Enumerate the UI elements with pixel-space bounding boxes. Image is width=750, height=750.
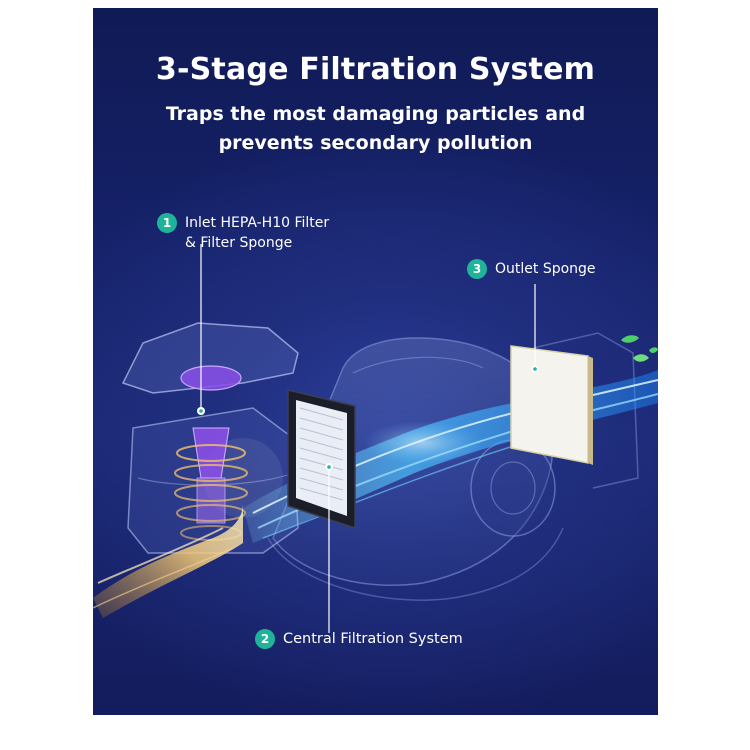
callout-number-badge: 1 [157,213,177,233]
vacuum-illustration [93,244,658,633]
dust-cup-lid [121,322,299,394]
callout-number-badge: 2 [255,629,275,649]
leaf-icons [621,335,658,362]
callout-label: Inlet HEPA-H10 Filter & Filter Sponge [185,215,330,251]
banner-title: 3-Stage Filtration System [155,52,596,87]
callout-leader-3 [531,284,539,373]
callout-label: Outlet Sponge [495,261,596,277]
callout-central-filtration: 2 Central Filtration System [255,629,463,649]
callout-leader-1 [197,244,205,415]
callout-label: Central Filtration System [283,631,463,647]
banner-subtitle: Traps the most damaging particles and pr… [165,103,586,154]
callout-leader-2 [325,463,333,633]
callout-outlet-sponge: 3 Outlet Sponge [467,259,596,279]
callout-number-badge: 3 [467,259,487,279]
outlet-sponge [510,345,593,465]
product-banner: 3-Stage Filtration System Traps the most… [93,8,658,715]
callout-inlet-filter: 1 Inlet HEPA-H10 Filter & Filter Sponge [157,213,329,253]
inlet-airflow [93,503,243,618]
central-filter [287,389,356,530]
